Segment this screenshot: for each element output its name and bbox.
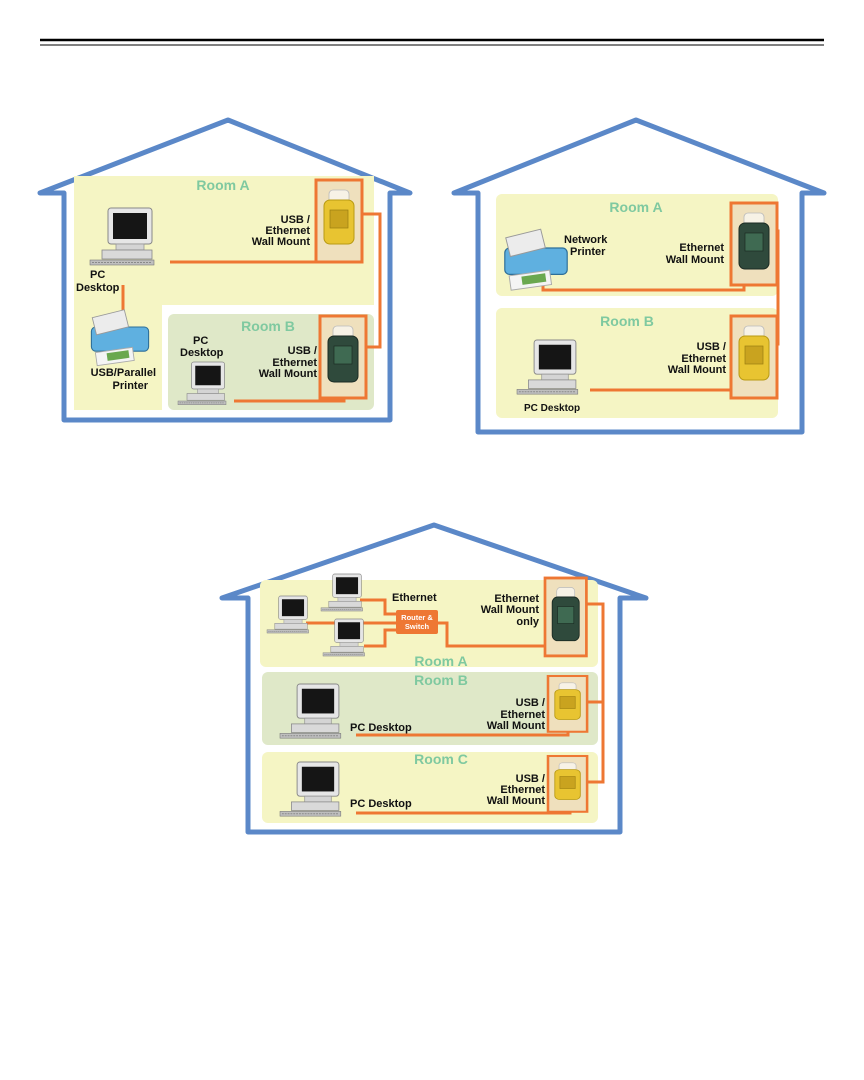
mount-a-label-line1: USB / (281, 214, 310, 226)
pc-c-label: PC Desktop (350, 798, 412, 810)
mount-a-label-line1: Ethernet (679, 242, 724, 254)
diagram-2: Room A Room B Network Printer Ethernet W… (451, 117, 827, 435)
pc-b-label: PC Desktop (350, 722, 412, 734)
mount-b-label-line1: USB / (516, 697, 545, 709)
mount-b-label-line2: Ethernet (500, 709, 545, 721)
diagram-1: Room A Room B PC Desktop USB/Parallel Pr… (37, 117, 413, 423)
room-b-title: Room B (600, 313, 654, 329)
pc-b-label-line2: Desktop (180, 347, 224, 359)
router-label-line1: Router & (401, 613, 433, 622)
usb-ethernet-wall-mount-icon (729, 314, 779, 400)
mount-a-label-line3: only (516, 616, 539, 628)
pc-a-label-line1: PC (90, 269, 105, 281)
wire-pc1-to-router (360, 598, 396, 616)
diagram-3: Room A Room B Room C Router & Switch Eth… (219, 522, 649, 835)
header-rule (40, 38, 824, 46)
mount-a-label-line2: Wall Mount (666, 254, 725, 266)
usb-ethernet-wall-mount-icon (314, 178, 364, 264)
usb-ethernet-wall-mount-icon (546, 754, 589, 814)
router-label-line2: Switch (405, 622, 430, 631)
mount-b-label-line3: Wall Mount (259, 368, 318, 380)
mount-a-label-line3: Wall Mount (252, 236, 311, 248)
room-a-title: Room A (414, 653, 467, 669)
mount-c-label-line3: Wall Mount (487, 795, 546, 807)
printer-label-line1: Network (564, 234, 608, 246)
room-b-area (262, 672, 598, 745)
usb-ethernet-wall-mount-icon (546, 674, 589, 734)
room-b-title: Room B (414, 672, 468, 688)
mount-a-label-line1: Ethernet (494, 593, 539, 605)
ethernet-label: Ethernet (392, 592, 437, 604)
wire-pc3-to-router (364, 628, 396, 648)
wire-mount-a-to-mount-b (360, 212, 382, 349)
mount-a-label-line2: Ethernet (265, 225, 310, 237)
pc-a-label-line2: Desktop (76, 282, 120, 294)
mount-b-label-line1: USB / (697, 341, 726, 353)
room-c-area (262, 752, 598, 823)
mount-b-label-line2: Ethernet (272, 357, 317, 369)
room-a-title: Room A (196, 177, 249, 193)
usb-ethernet-wall-mount-icon (318, 314, 368, 400)
mount-b-label-line3: Wall Mount (487, 720, 546, 732)
pc-b-label: PC Desktop (524, 403, 580, 414)
ethernet-wall-mount-icon (543, 576, 588, 658)
room-c-title: Room C (414, 751, 468, 767)
mount-b-label-line2: Ethernet (681, 353, 726, 365)
pc-b-label-line1: PC (193, 335, 208, 347)
mount-b-label-line1: USB / (288, 345, 317, 357)
printer-label-line2: Printer (113, 380, 149, 392)
ethernet-wall-mount-icon (729, 201, 779, 287)
printer-label-line1: USB/Parallel (91, 367, 156, 379)
router-switch-icon (396, 610, 438, 634)
mount-a-label-line2: Wall Mount (481, 604, 540, 616)
printer-label-line2: Printer (570, 246, 606, 258)
mount-c-label-line1: USB / (516, 773, 545, 785)
room-b-title: Room B (241, 318, 295, 334)
mount-b-label-line3: Wall Mount (668, 364, 727, 376)
wire-mount-a-to-mount-b (583, 602, 605, 704)
mount-c-label-line2: Ethernet (500, 784, 545, 796)
wire-mount-b-to-mount-c (585, 702, 605, 784)
room-a-title: Room A (609, 199, 662, 215)
